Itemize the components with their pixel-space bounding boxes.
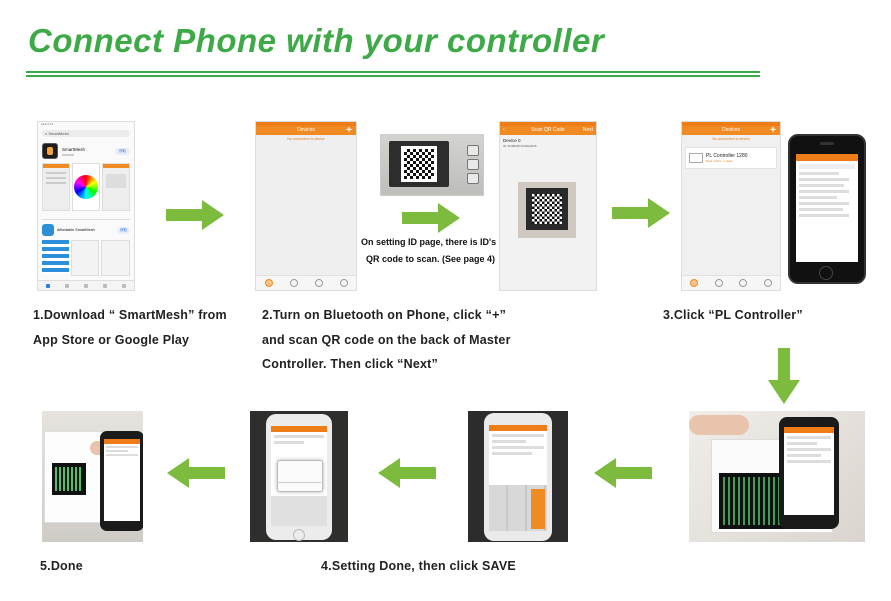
photo-phone-save-dialog [250, 411, 348, 542]
device-label: Device 0 [503, 138, 521, 143]
step3-caption: 3.Click “PL Controller” [663, 308, 803, 322]
arrow-right-icon [166, 200, 224, 230]
arrow-right-icon [612, 198, 670, 228]
arrow-down-icon [768, 348, 800, 404]
controller-qr-photo [380, 134, 484, 196]
add-device-button[interactable]: + [346, 125, 352, 136]
devices-title: Devices [297, 127, 315, 133]
photo-done [42, 411, 143, 542]
pl-controller-status: Now: online, 1 node [706, 159, 733, 163]
step2-line3: Controller. Then click “Next” [262, 357, 438, 371]
get-button[interactable]: 获取 [115, 147, 130, 155]
store-app-name: SmartMesh [62, 146, 86, 152]
controller-warning: No connection to device [712, 137, 750, 141]
page-title: Connect Phone with your controller [28, 22, 605, 59]
step1-line1: 1.Download “ SmartMesh” from [33, 308, 227, 322]
gear-icon[interactable] [339, 279, 348, 287]
pl-controller-item[interactable]: PL Controller 1280 Now: online, 1 node [685, 147, 777, 169]
arrow-left-icon [594, 458, 652, 488]
next-button[interactable]: Next [582, 127, 593, 133]
second-app-name: Affordable SmartMesh [57, 228, 95, 232]
scan-note-line1: On setting ID page, there is ID's [361, 237, 497, 247]
step5-caption: 5.Done [40, 559, 83, 573]
search-icon: ⌕ [45, 131, 48, 136]
app-store-screenshot: ●●● 9:41 ⌕ SmartMesh SmartMesh 获取 Af [37, 121, 135, 291]
step4-caption: 4.Setting Done, then click SAVE [321, 559, 516, 573]
device-id: ID: 6D3B09F4A53E4D66 [503, 144, 537, 148]
photo-phone-keypad [468, 411, 568, 542]
home-icon[interactable] [289, 279, 298, 287]
affordable-app-icon [42, 224, 54, 236]
step2-line2: and scan QR code on the back of Master [262, 333, 511, 347]
add-icon[interactable]: + [770, 125, 776, 136]
title-rule-top [26, 71, 760, 73]
smartmesh-app-icon [42, 143, 58, 159]
step2-line1: 2.Turn on Bluetooth on Phone, click “+” [262, 308, 507, 322]
scan-note-line2: QR code to scan. (See page 4) [366, 254, 496, 264]
scan-qr-screenshot: ‹ Scan QR Code Next Device 0 ID: 6D3B09F… [499, 121, 597, 291]
clock-icon[interactable] [314, 279, 323, 287]
controller-devices-title: Devices [722, 127, 740, 133]
controller-list-screenshot: Devices + No connection to device PL Con… [681, 121, 781, 291]
devices-empty-screenshot: Devices + No connection to device [255, 121, 357, 291]
pl-controller-name: PL Controller 1280 [706, 153, 748, 159]
settings-icon[interactable] [264, 279, 273, 287]
arrow-left-icon [378, 458, 436, 488]
arrow-left-icon [167, 458, 225, 488]
back-icon[interactable]: ‹ [503, 127, 505, 133]
photo-phone-on-controller [689, 411, 865, 542]
arrow-right-icon [402, 203, 460, 233]
title-rule-bottom [26, 75, 760, 77]
black-iphone [788, 134, 866, 284]
store-search-text: SmartMesh [48, 131, 69, 136]
step1-line2: App Store or Google Play [33, 333, 190, 347]
scan-title: Scan QR Code [531, 127, 565, 133]
color-wheel-preview [72, 163, 100, 211]
no-connection-warning: No connection to device [287, 137, 325, 141]
